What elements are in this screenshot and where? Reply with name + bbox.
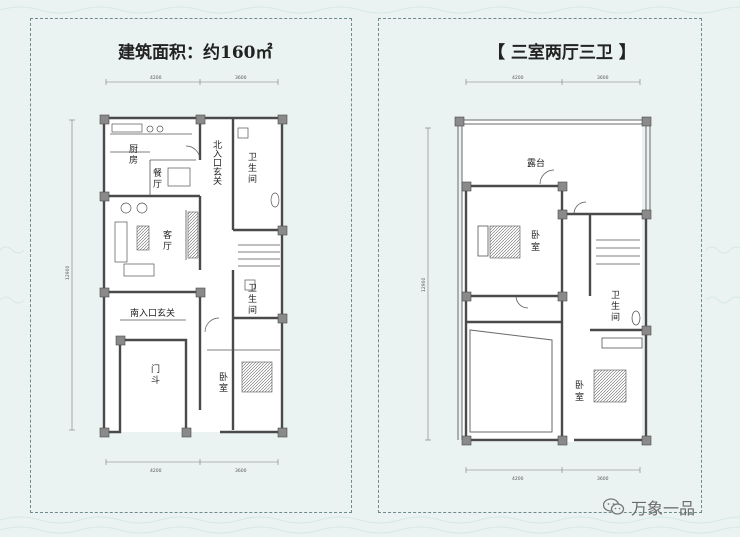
dim-bottom-a-r: 4200 [512, 476, 524, 482]
watermark: 万象一品 [603, 495, 695, 519]
label-bath2-2: 生 [248, 293, 257, 305]
label-bedroom1-2: 室 [531, 241, 540, 253]
label-bedroom-2: 室 [219, 382, 228, 394]
label-kitchen-1: 厨 [129, 144, 138, 155]
dim-bottom-b-r: 3600 [597, 476, 609, 482]
label-bath1-1: 卫 [248, 153, 257, 163]
dim-top-a-r: 4200 [512, 75, 524, 81]
label-bedroom2-1: 卧 [575, 379, 584, 391]
label-porch-1: 门 [151, 363, 160, 375]
dim-top-a: 4200 [150, 75, 162, 81]
dim-bottom-b: 3600 [235, 468, 247, 474]
label-living-1: 客 [163, 229, 172, 241]
dim-top-b-r: 3600 [597, 75, 609, 81]
label-bath1-2: 生 [248, 162, 257, 174]
dim-side-r: 12900 [421, 278, 427, 292]
ground-floor-plan: 4200 3600 4200 3600 12900 [65, 75, 288, 474]
label-living-2: 厅 [163, 241, 172, 252]
dim-side: 12900 [65, 266, 71, 280]
right-panel-frame [378, 18, 702, 513]
label-north-entry-3: 口 [213, 159, 222, 169]
label-kitchen-2: 房 [129, 154, 138, 166]
label-dining-2: 厅 [153, 179, 162, 190]
label-bath-r-2: 生 [611, 300, 620, 312]
wechat-icon [603, 498, 625, 515]
label-terrace: 露台 [527, 157, 545, 169]
label-north-entry-2: 入 [213, 149, 222, 160]
label-bedroom2-2: 室 [575, 391, 584, 403]
label-bath1-3: 间 [248, 173, 257, 185]
dim-bottom-a: 4200 [150, 468, 162, 474]
watermark-text: 万象一品 [631, 499, 696, 518]
label-dining-1: 餐 [153, 167, 162, 179]
upper-floor-plan: 4200 3600 4200 3600 12900 [421, 75, 652, 482]
label-north-entry-1: 北 [213, 140, 222, 151]
layout-title: 【 三室两厅三卫 】 [488, 43, 636, 63]
label-bedroom1-1: 卧 [531, 229, 540, 241]
label-porch-2: 斗 [151, 375, 160, 386]
label-north-entry-5: 关 [213, 175, 222, 187]
label-bath2-1: 卫 [248, 284, 257, 294]
label-south-entry: 南入口玄关 [130, 307, 175, 319]
label-bedroom-1: 卧 [219, 371, 228, 383]
label-bath-r-1: 卫 [611, 291, 620, 301]
dim-top-b: 3600 [235, 75, 247, 81]
area-title: 建筑面积：约160㎡ [118, 43, 273, 63]
left-panel-frame [30, 18, 352, 513]
label-north-entry-4: 玄 [213, 166, 222, 178]
label-bath2-3: 间 [248, 304, 257, 316]
label-bath-r-3: 间 [611, 311, 620, 323]
